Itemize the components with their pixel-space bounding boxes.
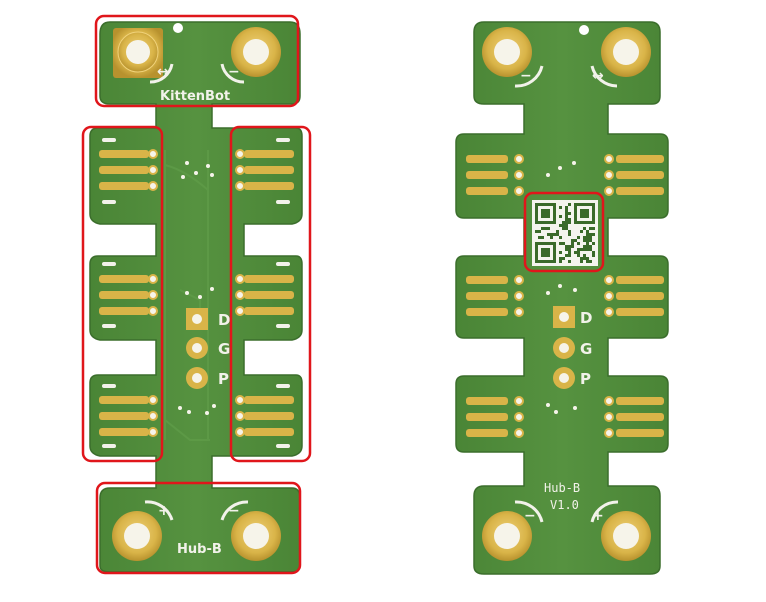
front-notch: [173, 23, 183, 33]
back-top-right-mark: ↔: [592, 68, 604, 84]
front-brand-label: KittenBot: [160, 89, 230, 104]
back-pin-label-g: G: [580, 340, 592, 358]
back-right-connector-3: [604, 396, 664, 438]
front-top-right-arc: [220, 63, 245, 84]
qr-code-icon: [532, 200, 598, 266]
back-top-left-arc: [514, 65, 544, 88]
front-bottom-left-arc: [144, 500, 174, 521]
front-bottom-right-mark: −: [228, 503, 240, 519]
front-name-label: Hub-B: [177, 542, 222, 557]
highlight-bottom-terminals: [95, 481, 302, 575]
back-notch: [579, 25, 589, 35]
back-left-connector-3: [466, 396, 524, 438]
front-top-right-mark: −: [228, 64, 240, 80]
front-highlight-boxes: [81, 14, 312, 575]
front-board: ↔ − KittenBot: [89, 21, 303, 573]
front-top-left-arc: [149, 63, 174, 84]
front-left-connector-1: [99, 138, 158, 204]
front-pin-label-g: G: [218, 340, 230, 358]
highlight-right-connectors: [229, 125, 312, 463]
front-bottom-terminal-right: [231, 511, 281, 561]
back-board: − ↔: [455, 21, 669, 575]
back-bottom-left-arc: [514, 500, 544, 523]
front-dgp-header: D G P: [186, 308, 230, 389]
back-right-connector-1: [604, 154, 664, 196]
front-bottom-right-arc: [220, 500, 249, 521]
front-top-terminal-right: [231, 27, 281, 77]
back-bottom-right-arc: [590, 500, 619, 523]
back-bottom-right-mark: +: [592, 508, 604, 524]
front-left-connector-2: [99, 262, 158, 328]
back-dgp-header: D G P: [553, 306, 592, 389]
back-left-connector-1: [466, 154, 524, 196]
back-top-right-arc: [590, 65, 618, 88]
back-bottom-terminal-left: [482, 511, 532, 561]
back-bottom-left-mark: −: [524, 508, 536, 524]
highlight-top-terminals: [94, 14, 300, 108]
back-board-outline: [455, 21, 669, 575]
back-top-left-mark: −: [520, 68, 532, 84]
front-left-connector-3: [99, 384, 158, 448]
back-vias: [546, 161, 577, 414]
back-pin-label-d: D: [580, 309, 592, 327]
back-pin-label-p: P: [580, 370, 591, 388]
back-top-terminal-left: [482, 27, 532, 77]
front-bottom-terminal-left: [112, 511, 162, 561]
front-pin-label-d: D: [218, 311, 230, 329]
front-pin-label-p: P: [218, 370, 229, 388]
back-version-label: V1.0: [550, 498, 579, 512]
back-name-label: Hub-B: [544, 481, 580, 495]
front-right-connector-3: [235, 384, 294, 448]
back-top-terminal-right: [601, 27, 651, 77]
highlight-qr-code: [523, 191, 605, 273]
back-right-connector-2: [604, 275, 664, 317]
highlight-left-connectors: [81, 125, 164, 463]
front-right-connector-1: [235, 138, 294, 204]
front-right-connector-2: [235, 262, 294, 328]
back-left-connector-2: [466, 275, 524, 317]
front-top-left-mark: ↔: [157, 64, 169, 80]
front-top-terminal-left: [113, 28, 163, 78]
front-vias: [178, 161, 216, 415]
front-bottom-left-mark: +: [158, 503, 170, 519]
back-bottom-terminal-right: [601, 511, 651, 561]
